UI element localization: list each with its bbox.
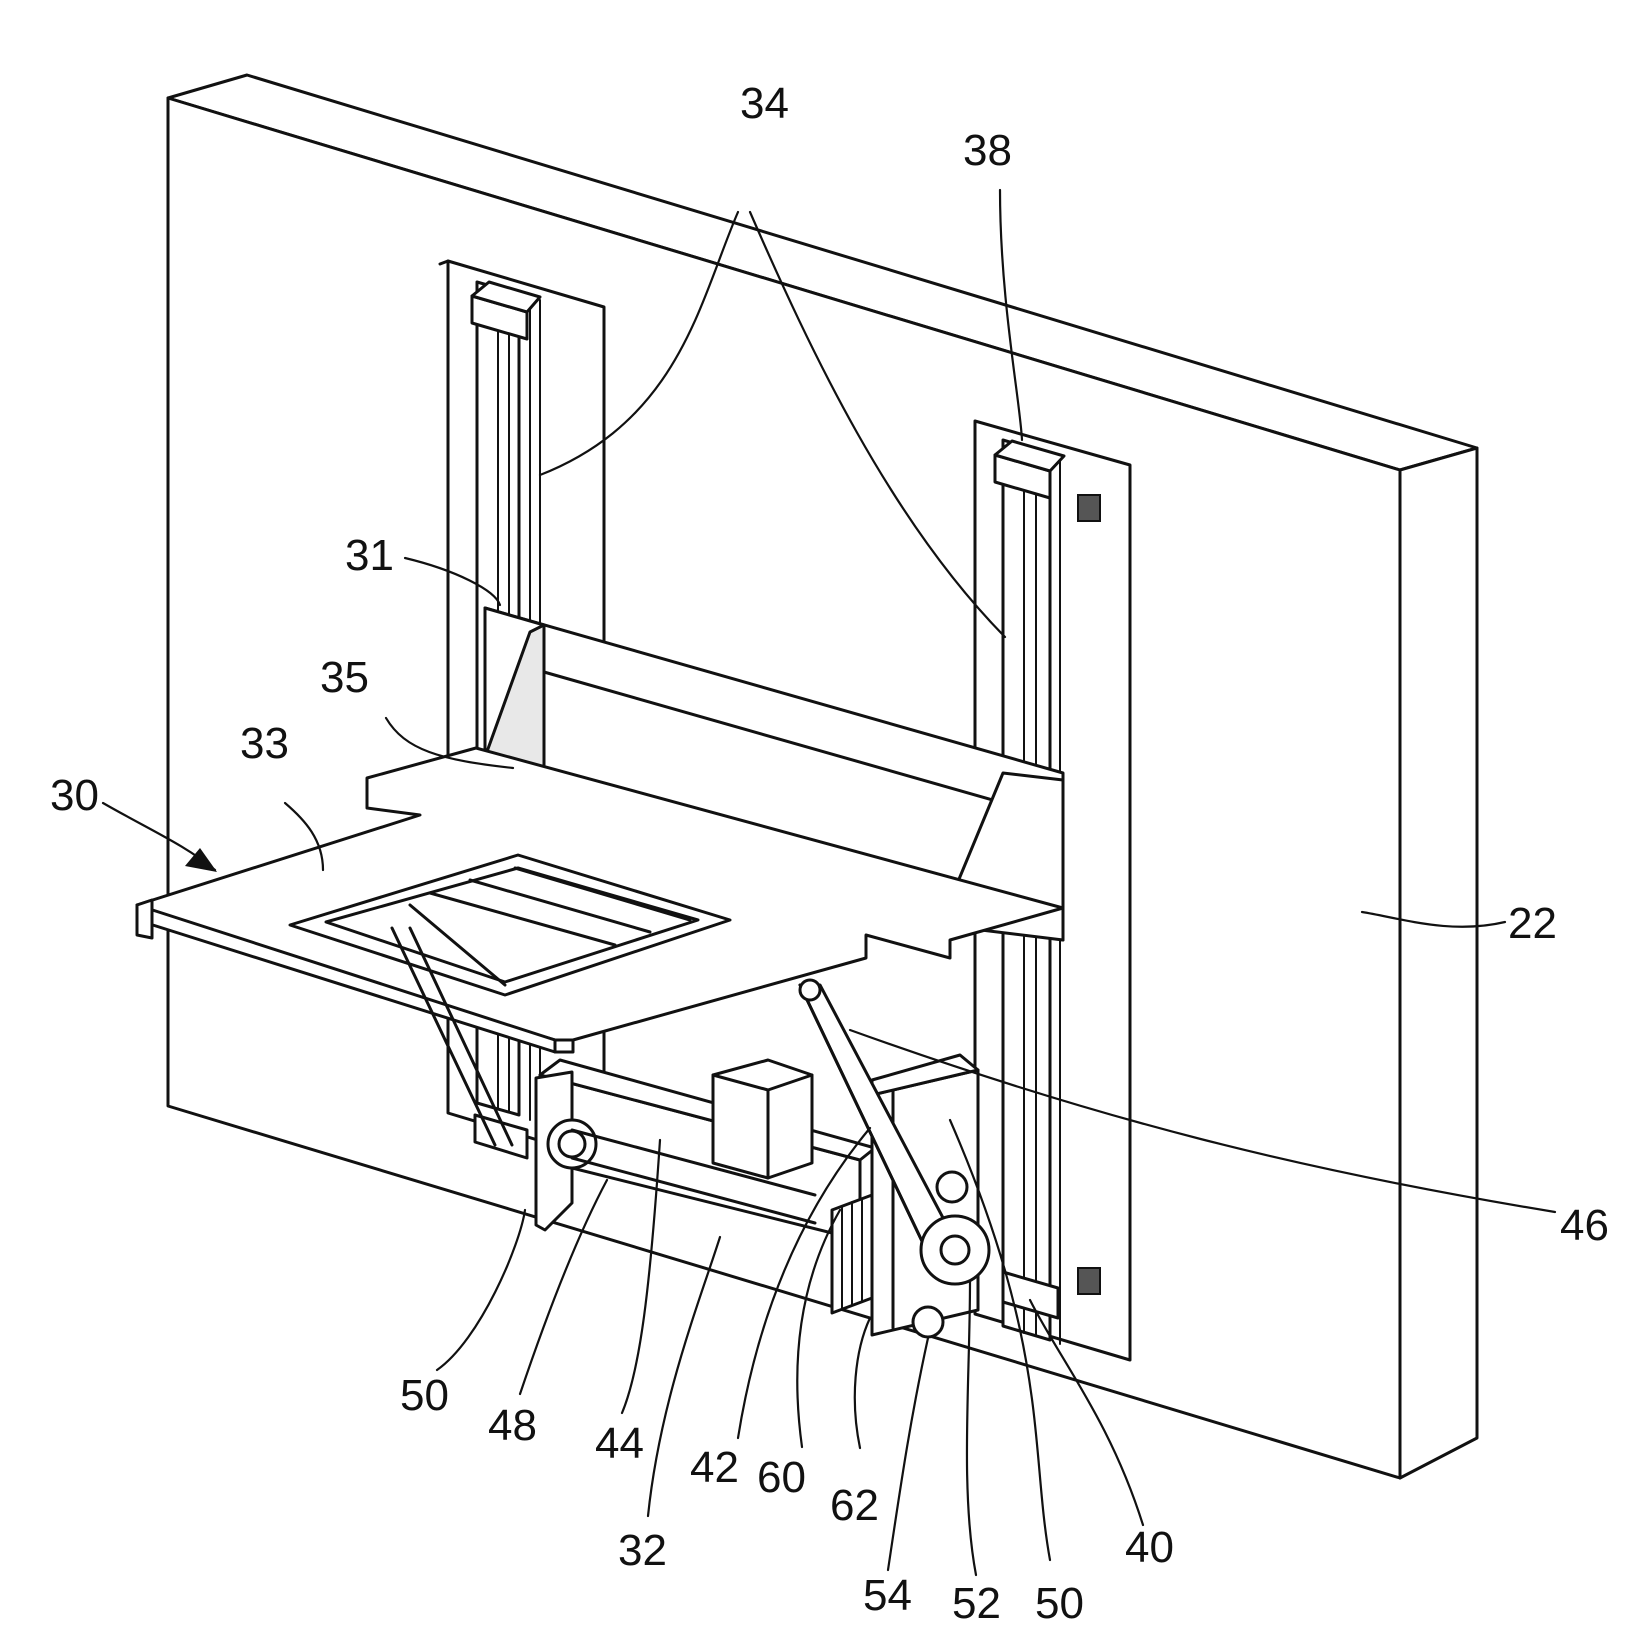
label-60: 60	[757, 1453, 806, 1502]
label-22: 22	[1508, 899, 1557, 948]
label-30: 30	[50, 771, 99, 820]
label-42: 42	[690, 1443, 739, 1492]
label-46: 46	[1560, 1201, 1609, 1250]
label-50-left: 50	[400, 1371, 449, 1420]
label-50-right: 50	[1035, 1579, 1084, 1628]
label-32: 32	[618, 1526, 667, 1575]
label-44: 44	[595, 1419, 644, 1468]
label-31: 31	[345, 531, 394, 580]
lower-bolt	[1078, 1268, 1100, 1294]
label-62: 62	[830, 1481, 879, 1530]
label-33: 33	[240, 719, 289, 768]
upper-bolt	[1078, 495, 1100, 521]
label-35: 35	[320, 653, 369, 702]
label-34: 34	[740, 79, 789, 128]
label-48: 48	[488, 1401, 537, 1450]
label-52: 52	[952, 1579, 1001, 1628]
label-38: 38	[963, 126, 1012, 175]
label-40: 40	[1125, 1523, 1174, 1572]
label-54: 54	[863, 1571, 912, 1620]
